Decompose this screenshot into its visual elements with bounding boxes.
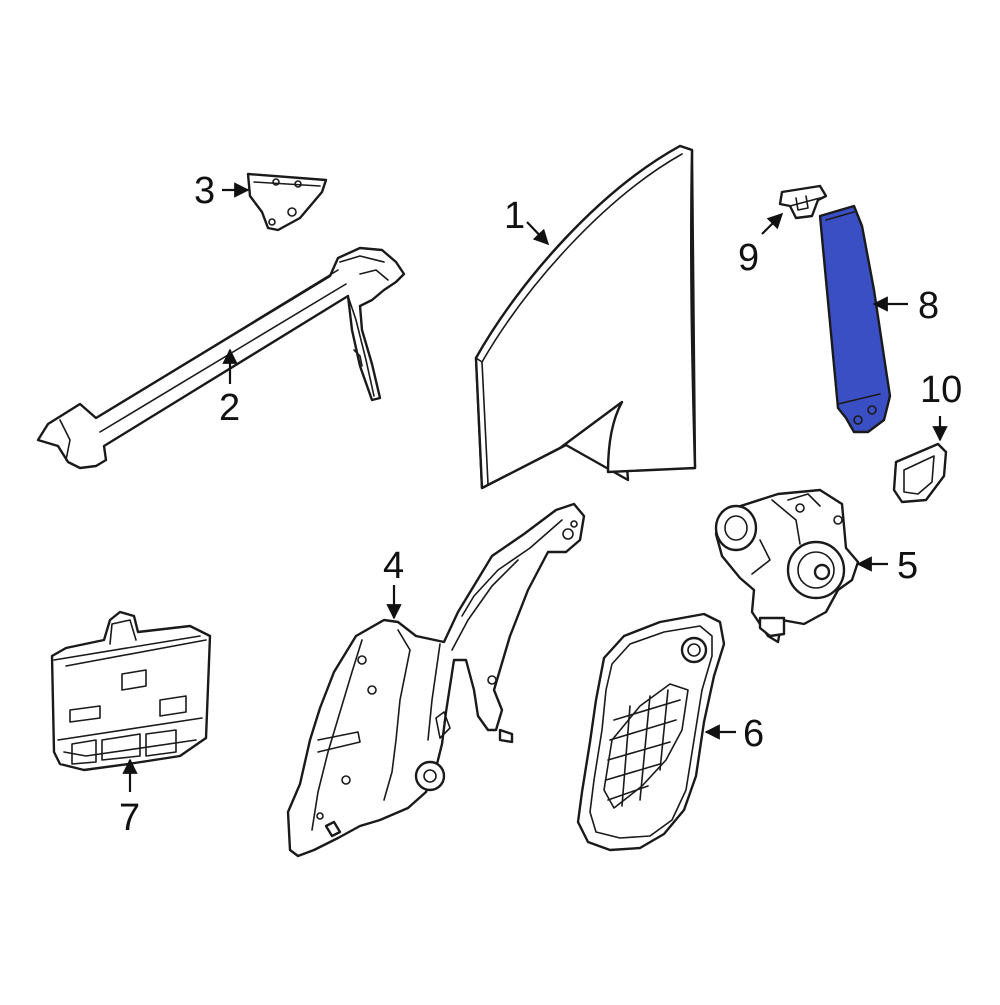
clip-part[interactable] bbox=[778, 184, 828, 220]
glass-bracket-part[interactable] bbox=[246, 172, 328, 232]
door-glass-part[interactable] bbox=[474, 144, 697, 490]
leader-1 bbox=[526, 221, 550, 246]
callout-1: 1 bbox=[504, 195, 525, 237]
callout-8: 8 bbox=[918, 285, 939, 327]
control-module-part[interactable] bbox=[50, 610, 212, 772]
callout-2: 2 bbox=[219, 387, 240, 429]
leader-9 bbox=[761, 212, 784, 235]
window-motor-part[interactable] bbox=[714, 488, 860, 644]
trim-piece-part[interactable] bbox=[892, 442, 948, 504]
callout-4: 4 bbox=[383, 545, 404, 587]
access-panel-part[interactable] bbox=[576, 612, 726, 852]
run-channel-part[interactable] bbox=[36, 246, 406, 470]
callout-5: 5 bbox=[897, 545, 918, 587]
callout-6: 6 bbox=[743, 713, 764, 755]
callout-10: 10 bbox=[920, 369, 962, 411]
callout-9: 9 bbox=[738, 237, 759, 279]
stationary-glass-part[interactable] bbox=[818, 204, 892, 434]
window-regulator-part[interactable] bbox=[286, 502, 586, 858]
callout-7: 7 bbox=[119, 797, 140, 839]
callout-3: 3 bbox=[194, 170, 215, 212]
